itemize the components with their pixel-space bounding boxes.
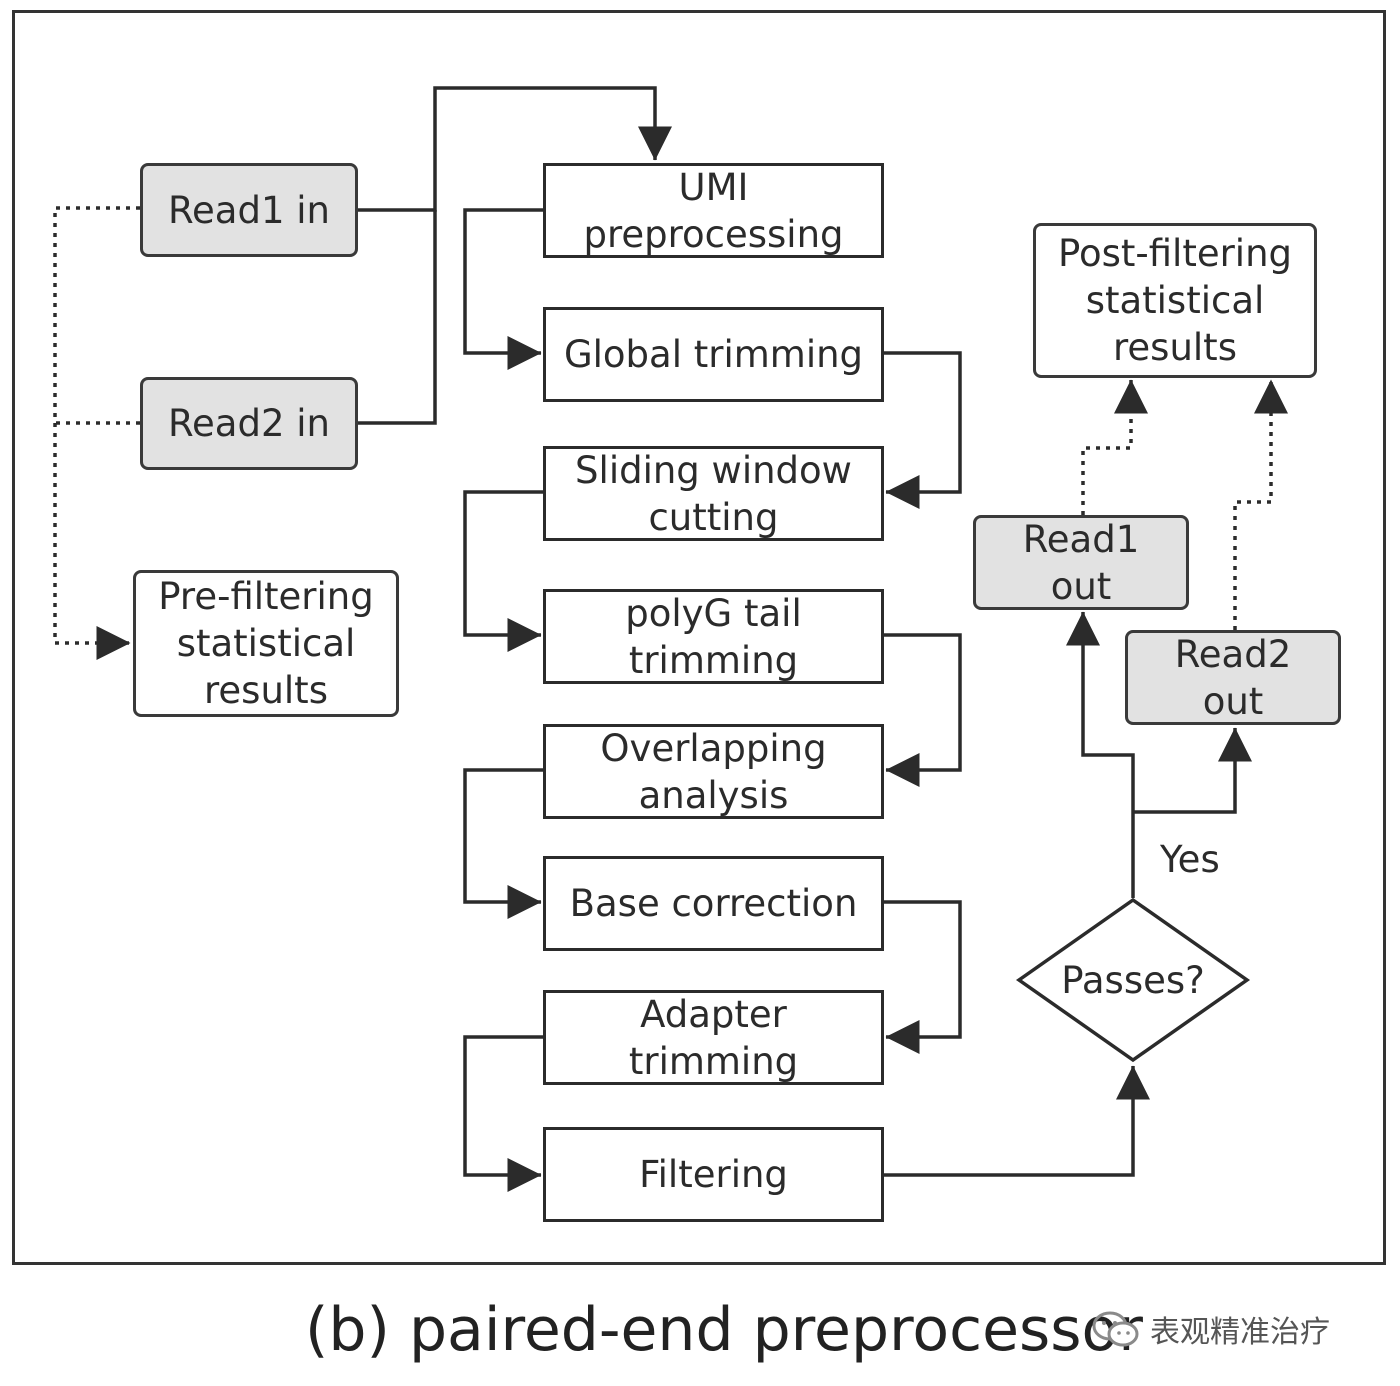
wechat-icon — [1092, 1311, 1139, 1347]
edge-filter-to-passes — [884, 1065, 1151, 1177]
pre-filtering-node: Pre-filtering statistical results — [133, 570, 399, 717]
sliding-window-node: Sliding window cutting — [543, 446, 884, 541]
global-trimming-node: Global trimming — [543, 307, 884, 402]
passes-decision-label: Passes? — [1061, 958, 1205, 1002]
figure-caption: (b) paired-end preprocessor — [305, 1295, 1143, 1365]
edge-yes-to-read2-out — [1133, 727, 1253, 814]
read1-in-node: Read1 in — [140, 163, 358, 257]
read2-in-node: Read2 in — [140, 377, 358, 470]
yes-label: Yes — [1160, 838, 1220, 881]
read2-out-node: Read2 out — [1125, 630, 1341, 725]
edge-read2-to-umi — [358, 210, 437, 425]
read1-out-node: Read1 out — [973, 515, 1189, 610]
edge-global-to-sliding — [884, 351, 962, 509]
diagram-frame — [12, 10, 1386, 1265]
passes-diamond-shape — [1015, 897, 1251, 1063]
edge-overlap-to-base — [463, 768, 543, 920]
umi-preprocessing-node: UMI preprocessing — [543, 163, 884, 258]
watermark: 表观精准治疗 — [1090, 1307, 1330, 1351]
post-filtering-node: Post-filtering statistical results — [1033, 223, 1317, 378]
polyg-tail-node: polyG tail trimming — [543, 589, 884, 684]
adapter-trimming-node: Adapter trimming — [543, 990, 884, 1085]
edge-sliding-to-polyg — [463, 490, 543, 653]
edge-adapter-to-filter — [463, 1035, 543, 1193]
edge-read1-to-prefilter — [53, 206, 140, 661]
edge-polyg-to-overlap — [884, 633, 962, 787]
edge-umi-to-global — [463, 208, 543, 371]
edge-read1out-to-postfilter — [1081, 379, 1149, 515]
edge-read2out-to-postfilter — [1233, 379, 1289, 630]
base-correction-node: Base correction — [543, 856, 884, 951]
edge-yes-to-read1-out — [1066, 611, 1135, 812]
filtering-node: Filtering — [543, 1127, 884, 1222]
edge-read1-to-umi — [358, 86, 672, 212]
edge-base-to-adapter — [884, 900, 962, 1054]
watermark-text: 表观精准治疗 — [1150, 1315, 1330, 1350]
overlapping-analysis-node: Overlapping analysis — [543, 724, 884, 819]
